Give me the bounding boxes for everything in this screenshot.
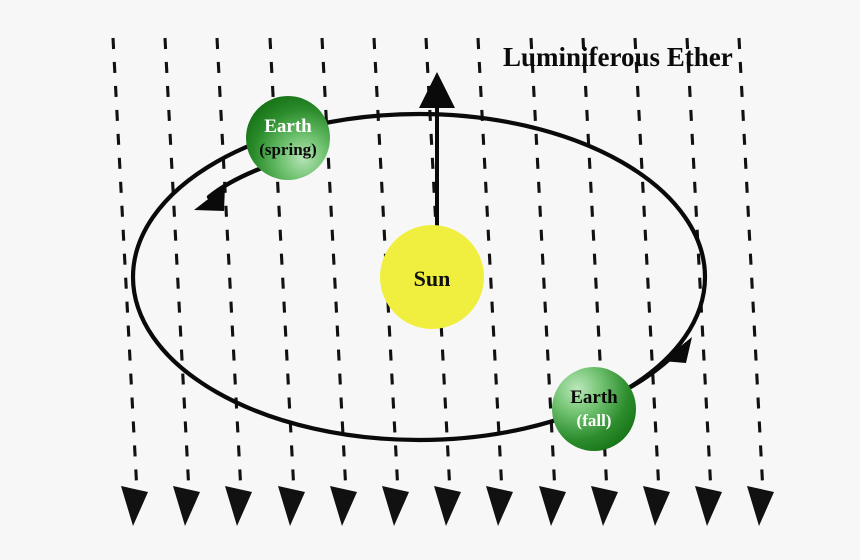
earth-spring-body: Earth (spring) [246, 96, 330, 180]
earth-spring-label: Earth [264, 116, 312, 137]
ether-line-10 [581, 37, 618, 526]
ether-arrowhead [591, 486, 618, 526]
ether-line-1 [111, 37, 148, 526]
earth-fall-label: Earth [570, 387, 618, 408]
axis-arrowhead [419, 72, 455, 108]
ether-arrowhead [121, 486, 148, 526]
earth-fall-disk [552, 367, 636, 451]
ether-line-5 [320, 37, 357, 526]
ether-line-11 [633, 37, 670, 526]
earth-fall-body: Earth (fall) [552, 367, 636, 451]
earth-spring-season-label: (spring) [259, 140, 317, 159]
ether-line-13 [737, 37, 774, 526]
ether-arrowhead [434, 486, 461, 526]
diagram-title: Luminiferous Ether [503, 42, 733, 72]
ether-line-8 [476, 37, 513, 526]
earth-fall-season-label: (fall) [577, 411, 612, 430]
spring-motion-arrowhead [194, 186, 225, 211]
ether-arrowhead [330, 486, 357, 526]
sun-disk [380, 225, 484, 329]
ether-arrowhead [173, 486, 200, 526]
ether-arrowhead [695, 486, 722, 526]
sun-vertical-arrow [419, 72, 455, 230]
sun-label: Sun [414, 266, 451, 291]
ether-line-3 [215, 37, 252, 526]
ether-arrowhead [539, 486, 566, 526]
ether-arrowhead [225, 486, 252, 526]
sun-body: Sun [380, 225, 484, 329]
ether-arrowhead [278, 486, 305, 526]
ether-line-12 [685, 37, 722, 526]
earth-spring-disk [246, 96, 330, 180]
ether-field-group [111, 37, 774, 526]
ether-line-2 [163, 37, 200, 526]
ether-arrowhead [747, 486, 774, 526]
ether-arrowhead [382, 486, 409, 526]
ether-arrowhead [486, 486, 513, 526]
ether-line-9 [529, 37, 566, 526]
ether-arrowhead [643, 486, 670, 526]
fall-motion-arrowhead [662, 337, 692, 363]
earth-orbit-ellipse [130, 111, 708, 443]
